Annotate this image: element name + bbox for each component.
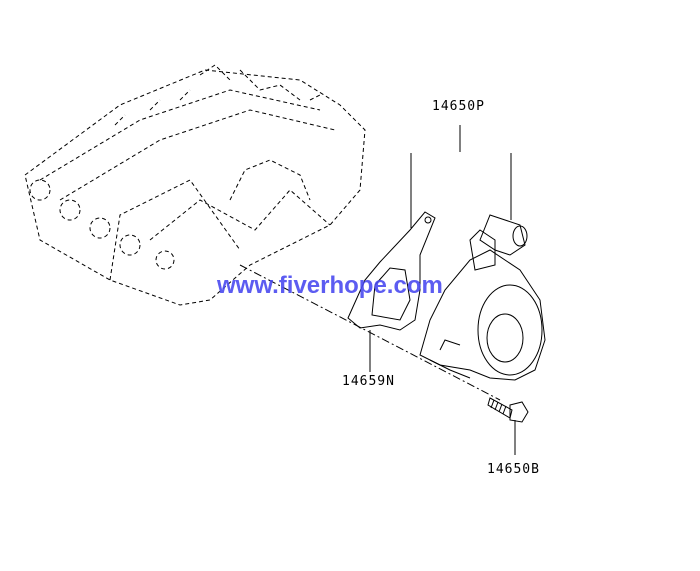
engine-block — [24, 64, 366, 306]
vacuum-pump — [419, 214, 546, 381]
part-label-bolt: 14650B — [487, 462, 540, 477]
part-label-pump: 14650P — [432, 99, 485, 114]
gasket — [347, 211, 436, 331]
bolt — [487, 397, 529, 423]
watermark: www.fiverhope.com — [217, 272, 443, 299]
leader-lines — [369, 125, 516, 455]
part-label-gasket: 14659N — [342, 374, 395, 389]
